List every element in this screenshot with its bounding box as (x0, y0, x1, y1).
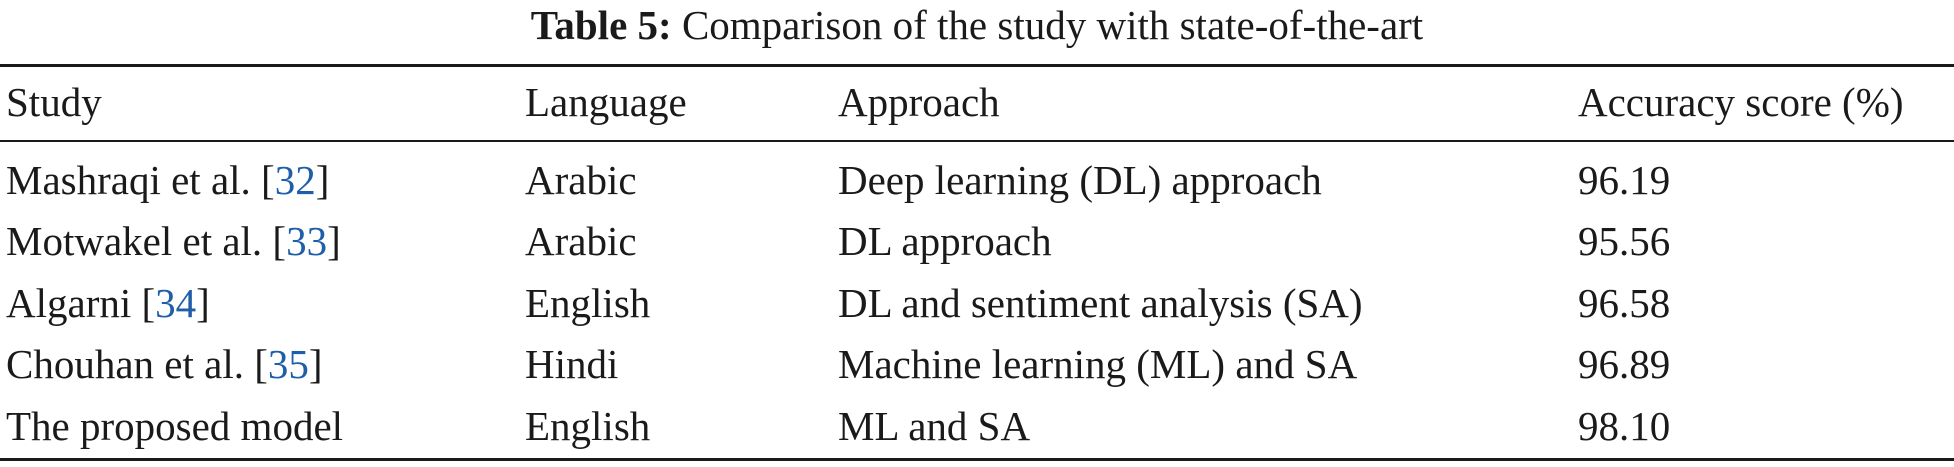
cell-approach: Deep learning (DL) approach (838, 157, 1322, 203)
table-row: The proposed model English ML and SA 98.… (0, 396, 1954, 456)
study-name: Mashraqi et al. (6, 157, 251, 203)
table-caption: Table 5: Comparison of the study with st… (0, 0, 1954, 60)
cell-approach: ML and SA (838, 403, 1031, 449)
header-accuracy: Accuracy score (%) (1578, 79, 1904, 125)
cell-accuracy: 96.89 (1578, 341, 1671, 387)
cell-approach: DL and sentiment analysis (SA) (838, 280, 1363, 326)
cell-study: Mashraqi et al. [32] (6, 157, 330, 203)
citation-link[interactable]: 33 (286, 218, 328, 264)
citation-link[interactable]: 34 (155, 280, 197, 326)
cell-language: Hindi (525, 341, 619, 387)
cell-accuracy: 98.10 (1578, 403, 1671, 449)
table-row: Chouhan et al. [35] Hindi Machine learni… (0, 334, 1954, 394)
table-bottom-rule (0, 458, 1954, 461)
cell-approach: Machine learning (ML) and SA (838, 341, 1358, 387)
cell-accuracy: 95.56 (1578, 218, 1671, 264)
study-name: Algarni (6, 280, 132, 326)
table-header-row: Study Language Approach Accuracy score (… (0, 72, 1954, 132)
table-top-rule (0, 64, 1954, 67)
citation-link[interactable]: 35 (267, 341, 309, 387)
study-name: Motwakel et al. (6, 218, 263, 264)
cell-accuracy: 96.19 (1578, 157, 1671, 203)
header-approach: Approach (838, 79, 1000, 125)
cell-language: Arabic (525, 157, 637, 203)
table-row: Algarni [34] English DL and sentiment an… (0, 273, 1954, 333)
study-name: Chouhan et al. (6, 341, 244, 387)
cell-accuracy: 96.58 (1578, 280, 1671, 326)
table-caption-text: Comparison of the study with state-of-th… (681, 2, 1424, 48)
cell-language: English (525, 403, 651, 449)
cell-study: Algarni [34] (6, 280, 210, 326)
table-row: Motwakel et al. [33] Arabic DL approach … (0, 211, 1954, 271)
cell-language: English (525, 280, 651, 326)
table-row: Mashraqi et al. [32] Arabic Deep learnin… (0, 150, 1954, 210)
header-study: Study (6, 79, 102, 125)
cell-approach: DL approach (838, 218, 1052, 264)
cell-study: Chouhan et al. [35] (6, 341, 323, 387)
header-language: Language (525, 79, 687, 125)
citation-link[interactable]: 32 (274, 157, 316, 203)
cell-study: The proposed model (6, 403, 344, 449)
table-header-rule (0, 140, 1954, 142)
table-caption-label: Table 5: (530, 2, 672, 48)
cell-language: Arabic (525, 218, 637, 264)
cell-study: Motwakel et al. [33] (6, 218, 341, 264)
